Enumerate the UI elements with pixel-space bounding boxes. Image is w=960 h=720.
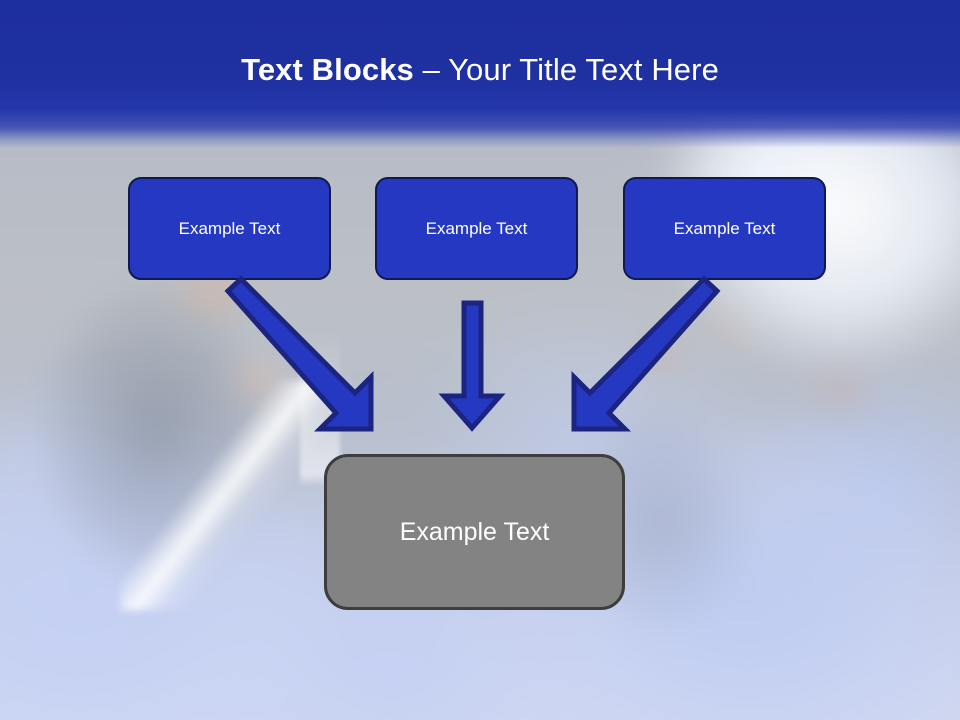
text-block-3[interactable]: Example Text [623, 177, 826, 280]
text-block-3-label: Example Text [673, 218, 776, 238]
result-text-block[interactable]: Example Text [324, 454, 625, 610]
result-text-block-label: Example Text [399, 518, 550, 546]
page-title: Text Blocks – Your Title Text Here [0, 52, 960, 88]
title-band [0, 0, 960, 148]
page-title-regular: – Your Title Text Here [413, 52, 719, 87]
text-block-2-label: Example Text [425, 218, 528, 238]
text-block-1[interactable]: Example Text [128, 177, 331, 280]
text-block-2[interactable]: Example Text [375, 177, 578, 280]
text-block-1-label: Example Text [178, 218, 281, 238]
page-title-bold: Text Blocks [241, 52, 414, 87]
